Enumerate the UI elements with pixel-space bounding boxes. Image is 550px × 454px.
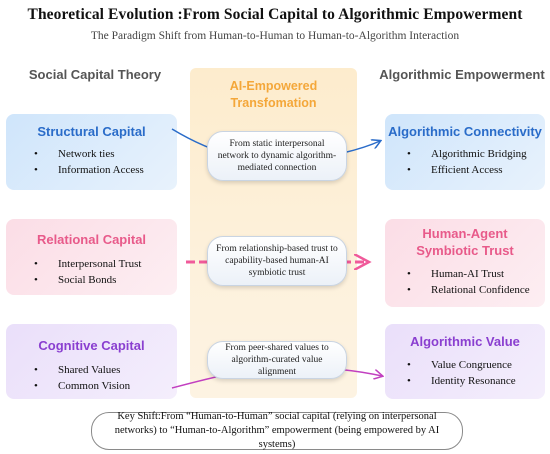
structural-capital-card: Structural Capital Network ties Informat… — [6, 114, 177, 190]
card-list: Interpersonal Trust Social Bonds — [34, 256, 141, 288]
list-item: Value Congruence — [407, 357, 516, 373]
transformation-pill-structural: From static interpersonal network to dyn… — [207, 131, 347, 181]
left-heading: Social Capital Theory — [28, 67, 162, 82]
card-title: Cognitive Capital — [38, 338, 145, 353]
list-item: Efficient Access — [407, 162, 527, 178]
card-title: Relational Capital — [36, 232, 147, 247]
card-list: Shared Values Common Vision — [34, 362, 130, 394]
card-list: Network ties Information Access — [34, 146, 144, 178]
list-item: Common Vision — [34, 378, 130, 394]
list-item: Interpersonal Trust — [34, 256, 141, 272]
list-item: Shared Values — [34, 362, 130, 378]
card-list: Value Congruence Identity Resonance — [407, 357, 516, 389]
card-list: Human-AI Trust Relational Confidence — [407, 266, 530, 298]
card-title: Algorithmic Connectivity — [388, 124, 542, 139]
list-item: Social Bonds — [34, 272, 141, 288]
human-agent-trust-card: Human-Agent Symbiotic Trust Human-AI Tru… — [385, 219, 545, 307]
list-item: Relational Confidence — [407, 282, 530, 298]
algorithmic-value-card: Algorithmic Value Value Congruence Ident… — [385, 324, 545, 399]
diagram-title: Theoretical Evolution :From Social Capit… — [27, 6, 523, 23]
cognitive-capital-card: Cognitive Capital Shared Values Common V… — [6, 324, 177, 399]
transformation-pill-cognitive: From peer-shared values to algorithm-cur… — [207, 341, 347, 379]
relational-capital-card: Relational Capital Interpersonal Trust S… — [6, 219, 177, 295]
middle-heading: AI-Empowered Transfomation — [229, 79, 318, 110]
list-item: Information Access — [34, 162, 144, 178]
card-title: Human-Agent Symbiotic Trust — [416, 226, 514, 258]
algorithmic-connectivity-card: Algorithmic Connectivity Algorithmic Bri… — [385, 114, 545, 190]
card-title: Algorithmic Value — [410, 334, 520, 349]
list-item: Human-AI Trust — [407, 266, 530, 282]
diagram-subtitle: The Paradigm Shift from Human-to-Human t… — [90, 30, 460, 42]
list-item: Network ties — [34, 146, 144, 162]
list-item: Identity Resonance — [407, 373, 516, 389]
card-title: Structural Capital — [37, 124, 146, 139]
list-item: Algorithmic Bridging — [407, 146, 527, 162]
right-heading: Algorithmic Empowerment — [379, 67, 545, 82]
card-list: Algorithmic Bridging Efficient Access — [407, 146, 527, 178]
key-shift-summary: Key Shift:From “Human-to-Human” social c… — [91, 411, 463, 450]
transformation-pill-relational: From relationship-based trust to capabil… — [207, 236, 347, 286]
